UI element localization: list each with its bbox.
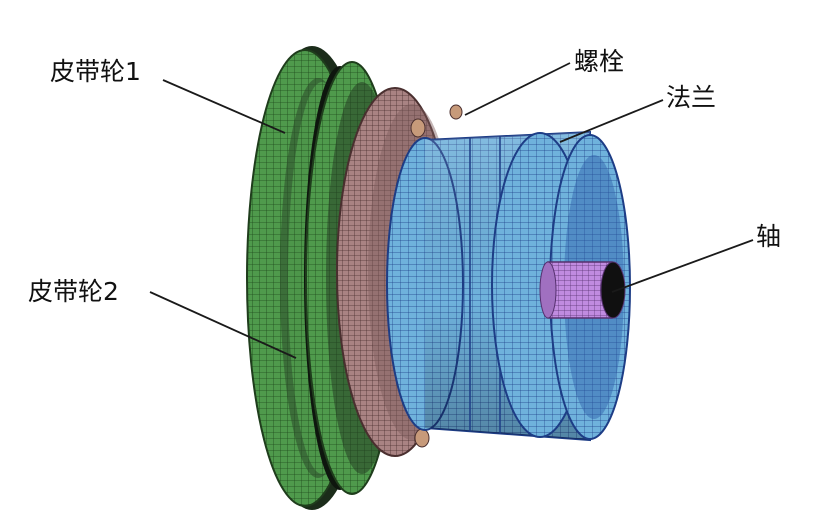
bolt-head: [449, 104, 463, 120]
leader-pulley2: [149, 291, 297, 359]
leader-flange: [559, 99, 664, 143]
leader-lines: [149, 62, 754, 359]
label-shaft: 轴: [756, 222, 781, 251]
label-bolt: 螺栓: [574, 47, 624, 76]
leader-pulley1: [162, 79, 286, 134]
leader-bolt: [464, 62, 571, 116]
label-pulley-2: 皮带轮2: [28, 277, 119, 306]
bolt-head: [410, 118, 426, 138]
shaft: [539, 261, 626, 319]
label-pulley-1: 皮带轮1: [50, 57, 141, 86]
bolt-head: [414, 428, 430, 448]
leader-shaft: [611, 239, 754, 293]
label-flange: 法兰: [666, 83, 716, 112]
